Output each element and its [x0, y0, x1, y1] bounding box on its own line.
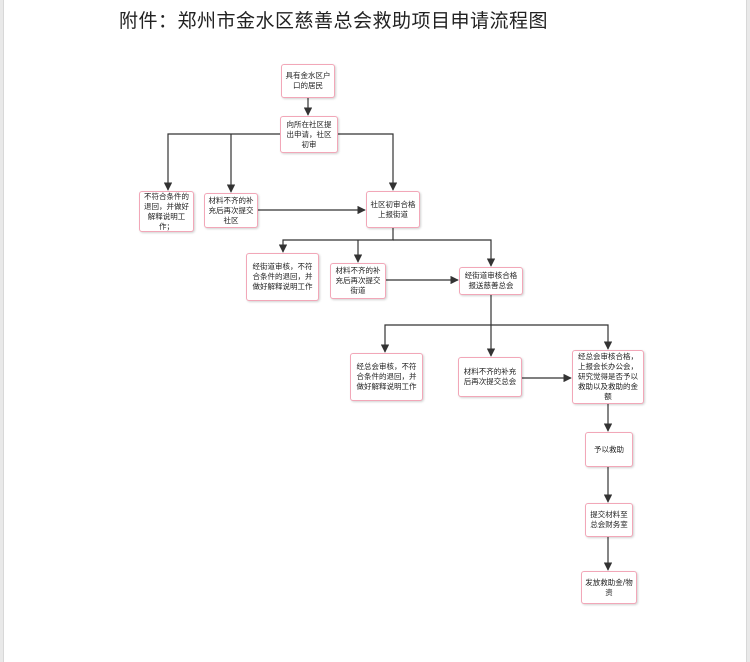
node-grant-aid: 予以救助	[585, 432, 633, 467]
document-page	[3, 0, 747, 662]
node-reject-association: 经总会审核，不符合条件的退回，并做好解释说明工作	[350, 353, 423, 401]
edge-street-assoc	[491, 324, 613, 350]
node-supplement-community: 材料不齐的补充后再次提交社区	[204, 193, 258, 228]
node-reject-community: 不符合条件的退回，并做好解释说明工作；	[139, 191, 194, 232]
node-association-approved: 经总会审核合格，上报会长办公会，研究觉得是否予以救助以及救助的金额	[572, 350, 644, 404]
edge-community-street	[393, 239, 496, 267]
edge-community-reject2	[278, 228, 394, 253]
page-title: 附件：郑州市金水区慈善总会救助项目申请流程图	[119, 10, 549, 32]
node-community-approved: 社区初审合格上报街道	[366, 191, 420, 228]
edge-apply-reject1	[163, 133, 280, 191]
node-supplement-street: 材料不齐的补充后再次提交街道	[330, 263, 386, 299]
node-supplement-association: 材料不齐的补充后再次提交总会	[458, 357, 522, 397]
node-issue-aid: 发放救助金/物资	[581, 571, 637, 604]
edge-apply-community	[338, 133, 398, 191]
edge-street-reject3	[380, 295, 492, 353]
node-submit-finance: 提交材料至总会财务室	[585, 503, 633, 537]
node-reject-street: 经街道审核，不符合条件的退回，并做好解释说明工作	[246, 253, 319, 301]
node-resident: 具有金水区户口的居民	[281, 64, 335, 98]
node-apply: 向所在社区提出申请，社区初审	[280, 116, 338, 153]
node-street-approved: 经街道审核合格报送慈善总会	[459, 267, 523, 295]
